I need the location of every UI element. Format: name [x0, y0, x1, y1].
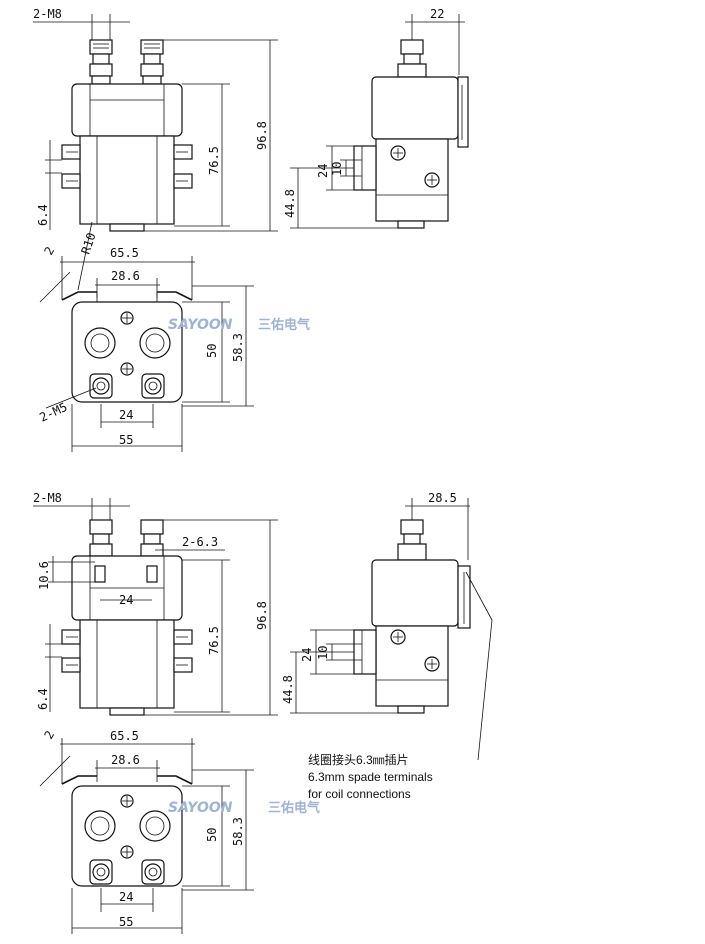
terminal-nut-icon — [139, 327, 171, 359]
dim-side-h1-label-2: 24 — [300, 648, 314, 662]
dim-side-h1-label: 24 — [316, 164, 330, 178]
dim-body-height-label-2: 76.5 — [207, 626, 221, 655]
watermark-cn-2: 三佑电气 — [268, 800, 320, 816]
bottom-front-view: 2-M8 2-6.3 24 10.6 — [33, 491, 278, 716]
top-front-view: 2-M8 — [33, 7, 278, 291]
watermark-brand-2: SAYOON — [168, 800, 233, 816]
m5-terminal-icon — [92, 863, 110, 881]
bottom-side-view: 28.5 24 10 44.8 — [281, 491, 493, 761]
side-cap — [371, 76, 459, 140]
coil-note: 线圈接头6.3㎜插片 6.3mm spade terminals for coi… — [308, 752, 433, 801]
dim-angle-label: 2 — [41, 244, 57, 257]
m5-terminal-icon — [92, 377, 110, 395]
bottom-plan-view: 2 65.5 28.6 50 58.3 — [39, 728, 320, 934]
spade-terminal-icon — [146, 565, 158, 583]
dim-plan-height-label: 50 — [205, 344, 219, 358]
dim-bracket-label: 6.4 — [36, 204, 50, 226]
dim-side-h3-label: 44.8 — [283, 189, 297, 218]
dim-base-label: 55 — [119, 433, 133, 447]
dim-inner-width-label: 28.6 — [111, 269, 140, 283]
dim-angle-label-2: 2 — [41, 728, 57, 741]
terminal-nut-icon — [84, 810, 116, 842]
watermark-cn: 三佑电气 — [258, 317, 310, 333]
note-cn: 线圈接头6.3㎜插片 — [308, 752, 409, 767]
dim-outer-width-label: 65.5 — [110, 246, 139, 260]
dim-bracket-label-2: 6.4 — [36, 688, 50, 710]
top-plan-view: 2 65.5 28.6 2-M5 — [37, 244, 310, 452]
terminal-nut-icon — [84, 327, 116, 359]
dim-side-h2-label-2: 10 — [316, 646, 330, 660]
dim-side-width-label-2: 28.5 — [428, 491, 457, 505]
dim-side-width-label: 22 — [430, 7, 444, 21]
m5-terminal-icon — [144, 863, 162, 881]
dim-radius-label: R10 — [79, 231, 99, 256]
spade-terminal-icon — [94, 565, 106, 583]
dim-side-h2-label: 10 — [330, 162, 344, 176]
dim-plan-outer-height-label: 58.3 — [231, 333, 245, 362]
dim-spade-spacing-label: 24 — [119, 593, 133, 607]
watermark-brand: SAYOON — [168, 317, 233, 333]
top-side-view: 22 24 10 44.8 — [283, 7, 469, 229]
note-en-line1: 6.3mm spade terminals — [308, 770, 433, 784]
dim-plan-outer-height-label-2: 58.3 — [231, 817, 245, 846]
contactor-body-2 — [79, 619, 175, 709]
m5-terminal-icon — [144, 377, 162, 395]
dim-spade-label: 2-6.3 — [182, 535, 218, 549]
dim-thread-label: 2-M8 — [33, 7, 62, 21]
dim-plan-height-label-2: 50 — [205, 828, 219, 842]
terminal-stud-right — [140, 39, 164, 85]
dim-side-h3-label-2: 44.8 — [281, 675, 295, 704]
dim-inner-width-label-2: 28.6 — [111, 753, 140, 767]
dim-body-height-label: 76.5 — [207, 146, 221, 175]
terminal-nut-icon — [139, 810, 171, 842]
dim-spade-height-label: 10.6 — [37, 561, 51, 590]
dim-holes-label: 2-M5 — [37, 400, 69, 425]
dim-outer-width-label-2: 65.5 — [110, 729, 139, 743]
dim-total-height-label-2: 96.8 — [255, 601, 269, 630]
dim-total-height-label: 96.8 — [255, 121, 269, 150]
note-en-line2: for coil connections — [308, 787, 411, 801]
dim-spacing-label: 24 — [119, 408, 133, 422]
dim-spacing-label-2: 24 — [119, 890, 133, 904]
contactor-body — [79, 135, 175, 225]
contactor-cap — [71, 83, 183, 137]
dim-thread-label-2: 2-M8 — [33, 491, 62, 505]
base-plug — [109, 223, 145, 232]
dim-base-label-2: 55 — [119, 915, 133, 929]
terminal-stud-left — [89, 39, 113, 85]
